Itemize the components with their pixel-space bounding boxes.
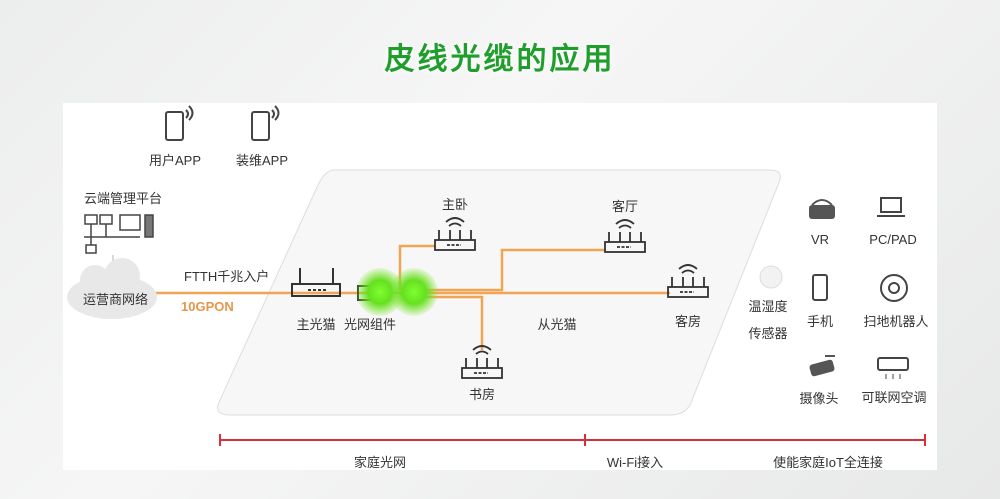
vr-icon — [809, 199, 835, 219]
phone-wifi-icon-maint — [251, 105, 280, 141]
maint-app-label: 装维APP — [235, 153, 289, 168]
user-app-label: 用户APP — [148, 153, 202, 168]
sensor-label-2: 传感器 — [748, 326, 788, 341]
optical-component-label: 光网组件 — [343, 317, 397, 332]
wifi-router-icon — [461, 345, 503, 379]
air-conditioner-icon — [877, 357, 909, 379]
timeline — [219, 434, 926, 446]
camera-label: 摄像头 — [799, 391, 839, 406]
room-master-bedroom: 主卧 — [441, 197, 469, 212]
laptop-icon — [877, 197, 905, 217]
main-modem-label: 主光猫 — [296, 317, 336, 332]
page-title: 皮线光缆的应用 — [384, 43, 616, 76]
main-modem-icon — [291, 268, 341, 297]
vr-label: VR — [810, 232, 830, 247]
cloud-platform-label: 云端管理平台 — [84, 191, 163, 206]
ac-label: 可联网空调 — [861, 390, 927, 405]
room-study: 书房 — [468, 387, 496, 402]
wifi-router-icon — [667, 264, 709, 298]
status-light-glow — [390, 268, 438, 316]
phone-icon — [812, 274, 828, 301]
phone-label: 手机 — [806, 314, 834, 329]
cloud-icon — [67, 258, 157, 319]
slave-modem-label: 从光猫 — [537, 317, 577, 332]
phone-wifi-icon-user — [165, 105, 194, 141]
room-guest-room: 客房 — [674, 314, 702, 329]
sensor-icon — [759, 265, 783, 289]
robot-label: 扫地机器人 — [863, 314, 929, 329]
gpon-label: 10GPON — [181, 299, 234, 314]
pc-label: PC/PAD — [869, 232, 917, 247]
servers-icon — [84, 214, 154, 254]
wifi-router-icon — [604, 219, 646, 253]
section-iot: 使能家庭IoT全连接 — [773, 455, 883, 470]
room-living-room: 客厅 — [611, 199, 639, 214]
section-wifi: Wi-Fi接入 — [606, 455, 664, 470]
operator-network-label: 运营商网络 — [83, 292, 149, 307]
sensor-label-1: 温湿度 — [748, 299, 788, 314]
camera-icon — [809, 355, 835, 377]
robot-vacuum-icon — [880, 274, 908, 302]
wifi-router-icon — [434, 217, 476, 251]
ftth-label: FTTH千兆入户 — [184, 269, 270, 284]
section-home: 家庭光网 — [353, 455, 407, 470]
